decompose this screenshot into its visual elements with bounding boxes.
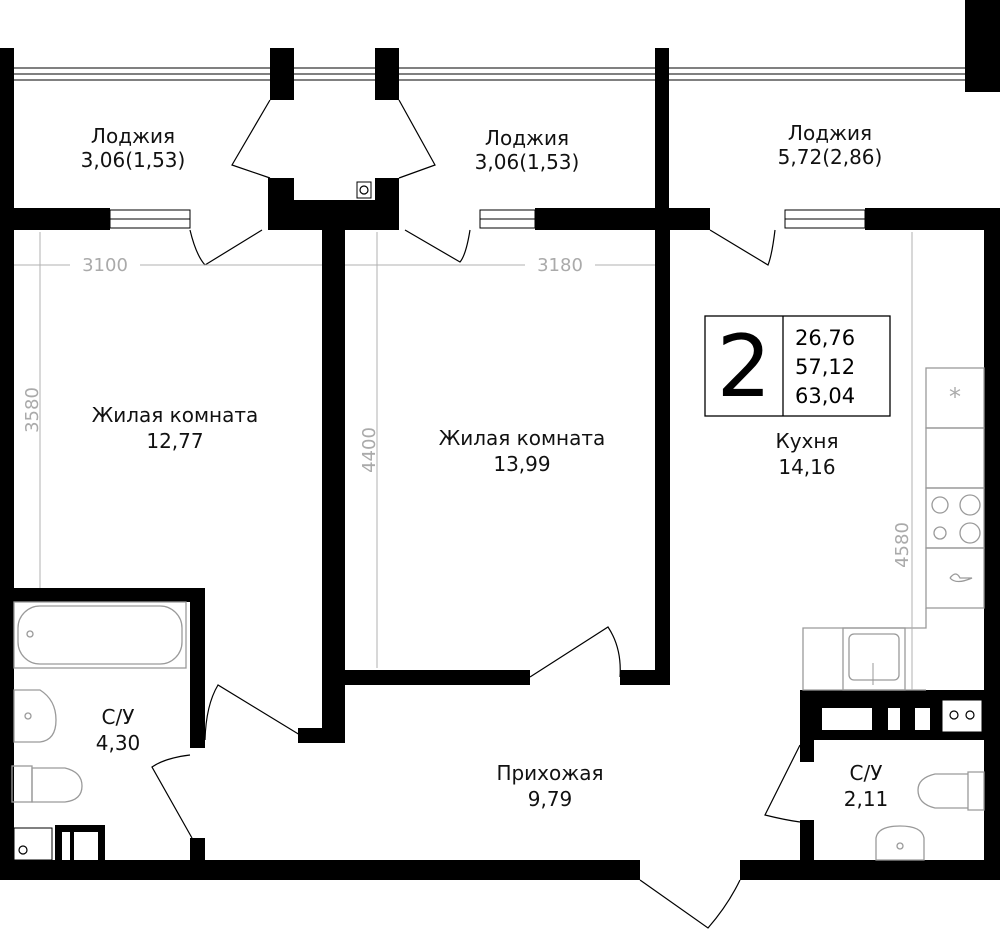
hallway-area: 9,79 xyxy=(528,787,573,811)
rooms-count: 2 xyxy=(717,317,772,417)
apartment-info-box: 2 26,76 57,12 63,04 xyxy=(704,315,891,417)
windows xyxy=(109,209,866,229)
dimension-lines xyxy=(14,232,913,690)
dimension-3180: 3180 xyxy=(537,255,583,276)
loggia-3-name: Лоджия xyxy=(788,121,872,145)
loggia-1-name: Лоджия xyxy=(91,124,175,148)
dimension-3580: 3580 xyxy=(22,387,43,433)
living-room-2-area: 13,99 xyxy=(493,452,550,476)
loggia-glazing xyxy=(12,67,965,81)
fixtures: * xyxy=(11,367,985,861)
loggia-3-area: 5,72(2,86) xyxy=(778,145,883,169)
walls xyxy=(0,0,1000,880)
dimension-labels: 3100 3180 3580 4400 4580 xyxy=(22,252,913,568)
living-area: 26,76 xyxy=(795,326,855,350)
kitchen-name: Кухня xyxy=(776,429,839,453)
loggia-2-area: 3,06(1,53) xyxy=(475,150,580,174)
dimension-4400: 4400 xyxy=(359,427,380,473)
total-area-with-loggias: 63,04 xyxy=(795,384,855,408)
living-room-2-name: Жилая комната xyxy=(439,426,606,450)
total-area: 57,12 xyxy=(795,355,855,379)
dimension-4580: 4580 xyxy=(892,522,913,568)
bathroom-2-name: С/У xyxy=(850,761,883,785)
loggia-2-name: Лоджия xyxy=(485,126,569,150)
living-room-1-name: Жилая комната xyxy=(92,403,259,427)
hallway-name: Прихожая xyxy=(496,761,603,785)
svg-text:*: * xyxy=(949,383,961,411)
kitchen-area: 14,16 xyxy=(778,455,835,479)
bathroom-2-area: 2,11 xyxy=(844,787,889,811)
bathroom-1-area: 4,30 xyxy=(96,731,141,755)
dimension-3100: 3100 xyxy=(82,255,128,276)
living-room-1-area: 12,77 xyxy=(146,429,203,453)
loggia-1-area: 3,06(1,53) xyxy=(81,148,186,172)
doors xyxy=(151,99,801,929)
room-labels: Лоджия 3,06(1,53) Лоджия 3,06(1,53) Лодж… xyxy=(81,121,889,811)
bathroom-1-name: С/У xyxy=(102,705,135,729)
